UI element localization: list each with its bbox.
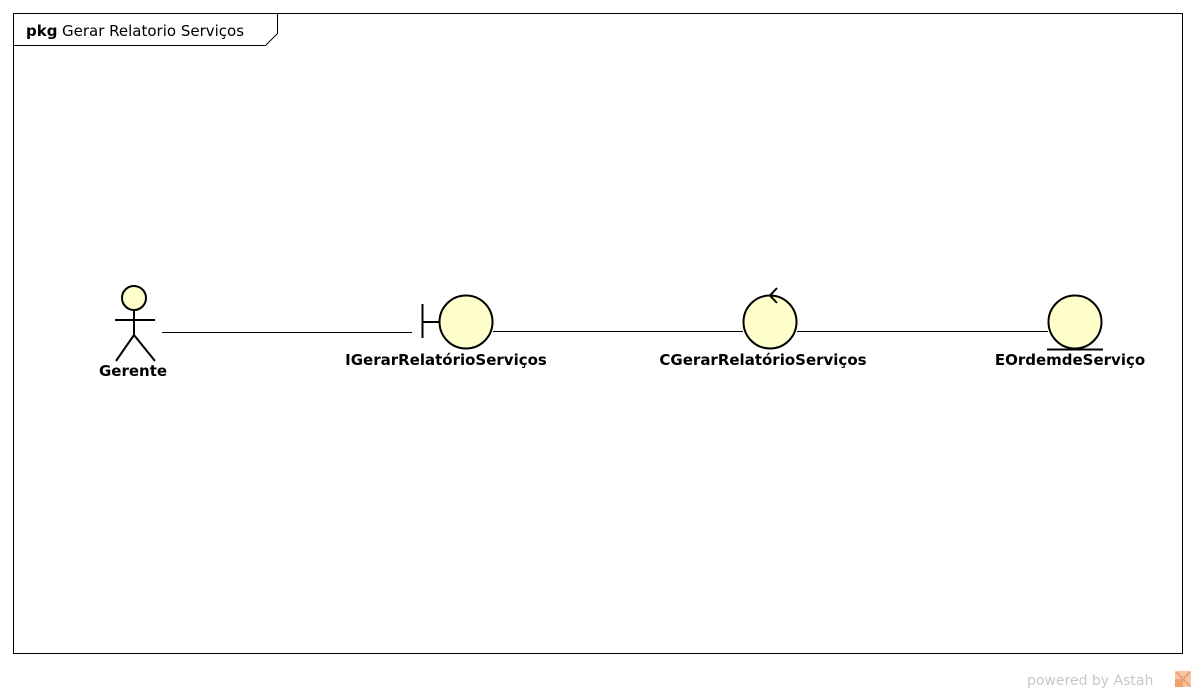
boundary-node[interactable]: IGerarRelatórioServiços <box>345 294 547 370</box>
entity-circle <box>1047 294 1103 350</box>
control-circle <box>742 294 798 350</box>
boundary-circle <box>438 294 494 350</box>
actor-label: Gerente <box>99 362 167 380</box>
actor-head <box>121 285 147 311</box>
control-node[interactable]: CGerarRelatórioServiços <box>659 287 867 369</box>
frame-title-tab <box>13 13 278 46</box>
boundary-label: IGerarRelatórioServiços <box>345 351 547 369</box>
frame-keyword: pkg <box>26 22 57 40</box>
entity-label: EOrdemdeServiço <box>995 351 1145 369</box>
actor-left-leg <box>115 334 135 362</box>
powered-by-text: powered by Astah <box>1027 673 1153 689</box>
entity-node[interactable]: EOrdemdeServiço <box>995 294 1145 370</box>
control-label: CGerarRelatórioServiços <box>659 351 866 369</box>
actor-right-leg <box>133 334 156 362</box>
actor-gerente[interactable]: Gerente <box>99 285 167 380</box>
package-frame <box>13 13 1183 654</box>
control-arrow-icon <box>768 287 778 304</box>
frame-name: Gerar Relatorio Serviços <box>62 22 244 40</box>
astah-logo-icon <box>1175 671 1191 687</box>
